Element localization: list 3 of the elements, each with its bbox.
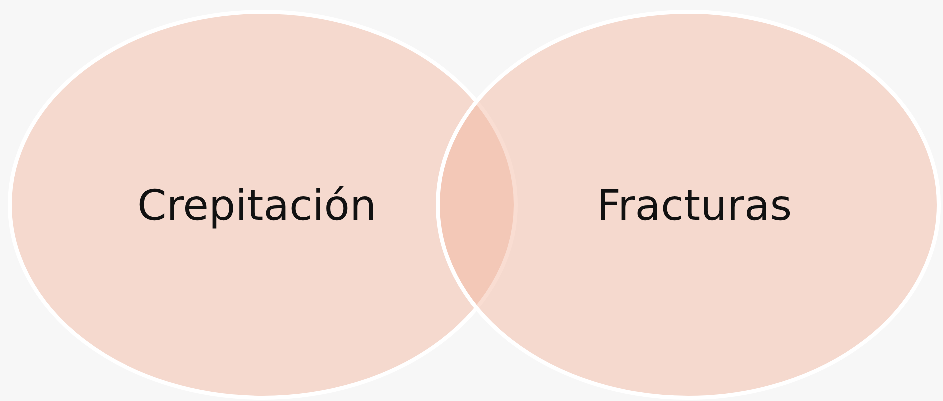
set-label: Crepitación — [137, 180, 377, 230]
venn-ellipse — [436, 10, 941, 400]
set-label: Fracturas — [596, 180, 792, 230]
